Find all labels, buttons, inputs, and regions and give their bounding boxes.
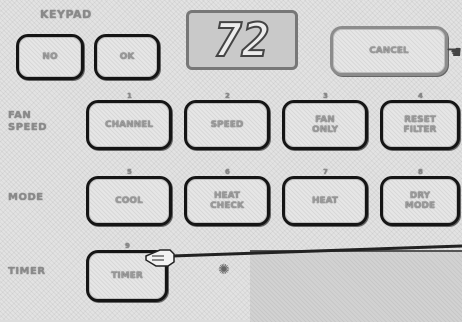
dry-mode-line2: MODE xyxy=(405,201,435,211)
button-index: 3 xyxy=(323,91,328,101)
heat-button[interactable]: 7 HEAT xyxy=(282,176,368,226)
row3-label: TIMER xyxy=(8,266,46,277)
cool-button[interactable]: 5 COOL xyxy=(86,176,172,226)
channel-label: CHANNEL xyxy=(105,120,153,130)
row1-label-line1: FAN xyxy=(8,110,47,122)
channel-button[interactable]: 1 CHANNEL xyxy=(86,100,172,150)
reset-filter-button[interactable]: 4 RESET FILTER xyxy=(380,100,460,150)
button-index: 8 xyxy=(418,167,423,177)
dry-mode-line1: DRY xyxy=(405,191,435,201)
ok-button[interactable]: OK xyxy=(94,34,160,80)
no-button[interactable]: NO xyxy=(16,34,84,80)
temperature-display: 72 xyxy=(186,10,298,70)
fan-only-line1: FAN xyxy=(312,115,338,125)
timer-label: TIMER xyxy=(111,271,143,281)
no-button-label: NO xyxy=(42,52,57,62)
button-index: 7 xyxy=(323,167,328,177)
fan-only-line2: ONLY xyxy=(312,125,338,135)
cool-label: COOL xyxy=(115,196,143,206)
heat-check-line2: CHECK xyxy=(210,201,244,211)
keypad-label: KEYPAD xyxy=(40,8,92,21)
cancel-button-label: CANCEL xyxy=(369,46,409,56)
reset-filter-line2: FILTER xyxy=(404,125,437,135)
button-index: 2 xyxy=(225,91,230,101)
hand-icon-top: ☚ xyxy=(446,42,462,63)
heat-check-line1: HEAT xyxy=(210,191,244,201)
temperature-value: 72 xyxy=(214,13,269,67)
heat-label: HEAT xyxy=(312,196,338,206)
row1-label: FAN SPEED xyxy=(8,110,47,134)
dry-mode-button[interactable]: 8 DRY MODE xyxy=(380,176,460,226)
button-index: 4 xyxy=(418,91,423,101)
cancel-button[interactable]: CANCEL xyxy=(330,26,448,76)
speed-button[interactable]: 2 SPEED xyxy=(184,100,270,150)
row1-label-line2: SPEED xyxy=(8,122,47,134)
row2-label: MODE xyxy=(8,192,44,203)
ok-button-label: OK xyxy=(120,52,135,62)
reset-filter-line1: RESET xyxy=(404,115,437,125)
fan-only-button[interactable]: 3 FAN ONLY xyxy=(282,100,368,150)
button-index: 1 xyxy=(127,91,132,101)
button-index: 6 xyxy=(225,167,230,177)
heat-check-button[interactable]: 6 HEAT CHECK xyxy=(184,176,270,226)
button-index: 9 xyxy=(125,241,130,251)
speed-label: SPEED xyxy=(211,120,244,130)
pointing-hand-icon xyxy=(142,242,462,272)
button-index: 5 xyxy=(127,167,132,177)
